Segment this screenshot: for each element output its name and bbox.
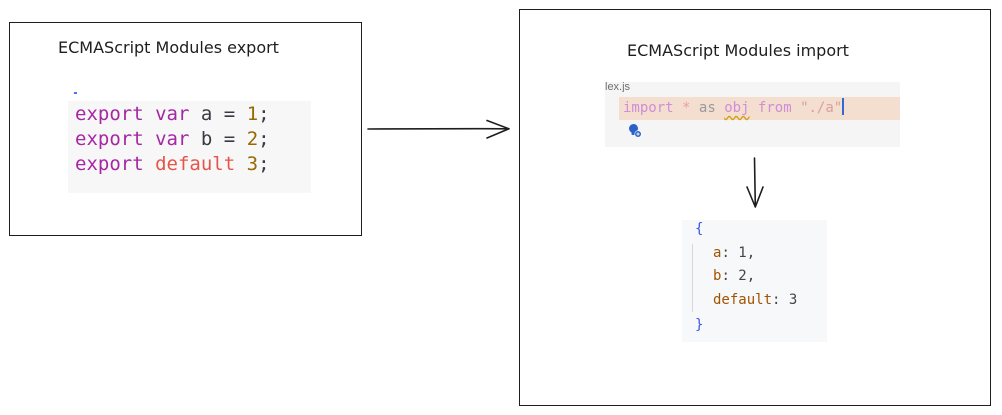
property-value: 1	[738, 245, 747, 261]
keyword-import: import	[623, 100, 674, 116]
export-box-title: ECMAScript Modules export	[58, 38, 279, 57]
keyword-var: var	[155, 128, 190, 150]
indent-guide	[692, 244, 693, 312]
property-separator: ,	[746, 245, 756, 261]
keyword-export: export	[75, 153, 144, 175]
module-path-string: "./a"	[800, 100, 843, 116]
identifier-a: a	[200, 103, 213, 125]
import-box	[519, 9, 991, 406]
imported-object-result: { a: 1, b: 2, default: 3 }	[682, 220, 827, 342]
object-property-b: b: 2,	[713, 268, 756, 284]
text-caret-mark	[74, 92, 77, 94]
object-property-default: default: 3	[713, 292, 798, 308]
keyword-default: default	[155, 153, 236, 175]
lightbulb-icon[interactable]	[627, 123, 643, 139]
keyword-from: from	[757, 100, 792, 116]
export-code-block: export var a = 1; export var b = 2; expo…	[68, 101, 311, 193]
keyword-as: as	[698, 100, 716, 116]
keyword-export: export	[75, 128, 144, 150]
number-literal: 2	[246, 128, 259, 150]
property-value: 3	[788, 292, 798, 308]
object-open-brace: {	[695, 221, 704, 237]
import-statement-line[interactable]: import * as obj from "./a"	[619, 97, 900, 120]
number-literal: 3	[246, 153, 259, 175]
semicolon: ;	[258, 103, 270, 125]
code-line-1: export var a = 1;	[68, 102, 311, 127]
keyword-export: export	[75, 103, 144, 125]
identifier-obj: obj	[724, 100, 750, 116]
semicolon: ;	[258, 128, 270, 150]
text-cursor	[842, 98, 845, 115]
number-literal: 1	[246, 103, 259, 125]
property-key: a	[713, 245, 722, 261]
import-editor: lex.js import * as obj from "./a"	[605, 82, 900, 147]
code-line-2: export var b = 2;	[68, 127, 311, 152]
semicolon: ;	[258, 153, 270, 175]
namespace-star: *	[682, 100, 691, 116]
import-box-title: ECMAScript Modules import	[627, 41, 849, 60]
object-property-a: a: 1,	[713, 245, 756, 261]
identifier-b: b	[200, 128, 213, 150]
code-line-3: export default 3;	[68, 152, 311, 177]
property-key: b	[713, 268, 722, 284]
operator-equals: =	[223, 128, 236, 150]
property-key: default	[713, 292, 773, 308]
property-separator: ,	[746, 268, 756, 284]
property-value: 2	[738, 268, 747, 284]
object-close-brace: }	[695, 317, 704, 333]
keyword-var: var	[155, 103, 190, 125]
operator-equals: =	[223, 103, 236, 125]
arrow-right	[367, 119, 510, 139]
editor-tab-label[interactable]: lex.js	[605, 82, 631, 92]
